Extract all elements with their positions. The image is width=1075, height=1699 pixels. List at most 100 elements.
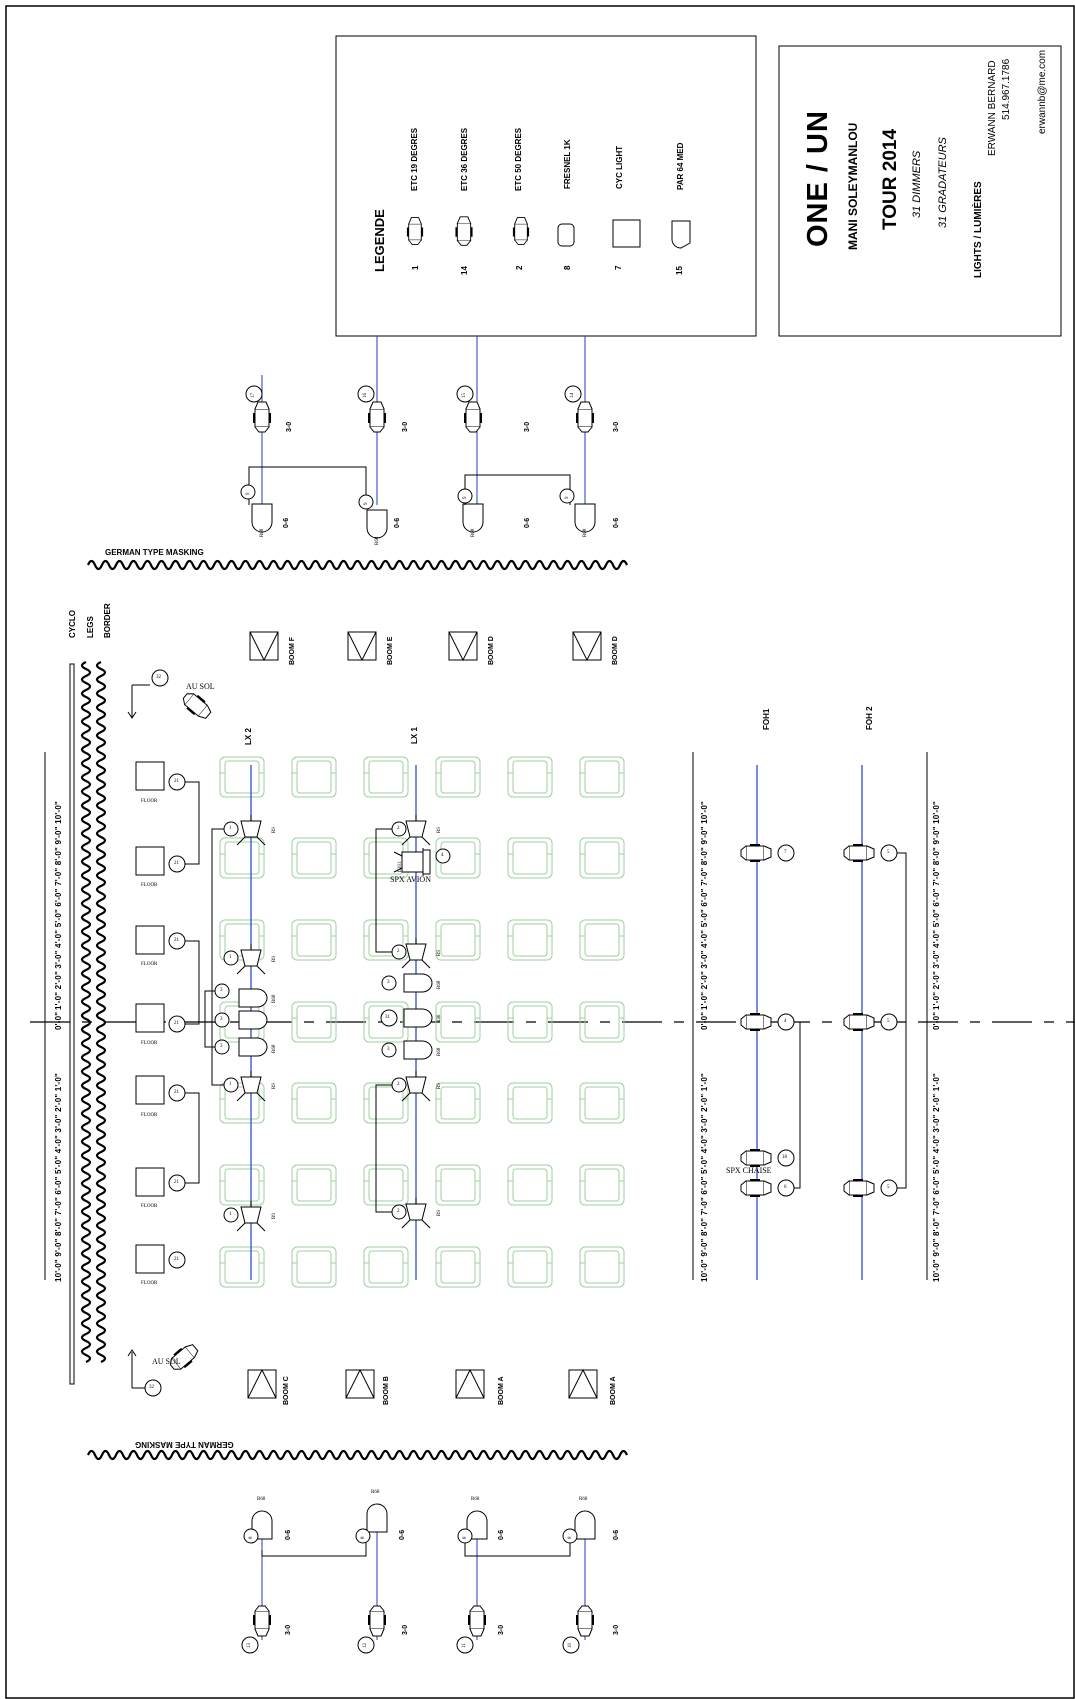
lx1-circuit-7: 2 [397, 1082, 400, 1087]
gel-lx2-4: R68 [272, 1044, 277, 1053]
floor-label-1: FLOOR [141, 799, 158, 804]
circuit-bot-ellip-3: 11 [462, 1643, 467, 1648]
height-top-1: 3-0 [286, 421, 293, 432]
circuit-bot-par-3: 8 [463, 1536, 468, 1540]
legend-label-6: PAR 64 MED [676, 142, 685, 190]
foh2-circuit-2: 5 [887, 1019, 890, 1024]
legend-label-5: CYC LIGHT [615, 145, 624, 189]
circuit-top-par-3: 9 [463, 496, 468, 500]
legend-count-5: 7 [614, 265, 623, 270]
gel-top-3: R68 [471, 528, 476, 537]
legend-count-3: 2 [515, 265, 524, 270]
lx2-label: LX 2 [244, 728, 253, 745]
center-mark-mid: 0'-0" [700, 1011, 709, 1030]
height-top-3: 3-0 [524, 421, 531, 432]
floor-circuit-5: 21 [174, 1090, 179, 1095]
height-bot-1: 3-0 [285, 1624, 292, 1635]
lx1-fixtures [375, 814, 451, 1229]
legend-heading: LEGENDE [372, 209, 387, 272]
floor-label-3: FLOOR [141, 962, 158, 967]
boom-f-label: BOOM F [289, 637, 296, 665]
height-par-bot-3: 0-6 [498, 1529, 505, 1540]
floor-circuit-6: 21 [174, 1180, 179, 1185]
lx2-circuit-7: 1 [229, 1212, 232, 1217]
gel-lx1-5: R36 [437, 1014, 442, 1023]
tour-label: TOUR 2014 [880, 128, 901, 230]
foh2-circuit-1: 5 [887, 850, 890, 855]
circuit-bot-par-4: 8 [568, 1536, 573, 1540]
lx1-circuit-2: 4 [441, 853, 444, 858]
cyclo-label: CYCLO [68, 610, 77, 638]
height-par-top-1: 0-6 [283, 517, 290, 528]
height-par-bot-2: 0-6 [399, 1529, 406, 1540]
gel-lx2-3: R68 [272, 994, 277, 1003]
gel-lx2-5: R9 [272, 1083, 277, 1089]
designer-name: ERWANN BERNARD [987, 60, 998, 156]
foh1-circuit-2: 4 [784, 1019, 787, 1024]
legend-count-6: 15 [675, 266, 684, 275]
height-bot-3: 3-0 [498, 1624, 505, 1635]
gel-top-4: R68 [583, 528, 588, 537]
cyclo-drop [69, 663, 75, 1385]
floor-circuit-1: 21 [174, 779, 179, 784]
border-label: BORDER [103, 603, 112, 638]
boom-d2-label: BOOM D [612, 636, 619, 665]
scale-mid-lower: 10'-0" 9'-0" 8'-0" 7'-0" 6'-0" 5'-0" 4'-… [700, 1072, 709, 1282]
gel-bot-2: R68 [371, 1490, 380, 1495]
gel-lx1-3: R9 [437, 950, 442, 956]
side-circuit-2: 32 [149, 1385, 154, 1390]
circuit-bot-ellip-1: 13 [247, 1643, 252, 1648]
legend-count-4: 8 [563, 265, 572, 270]
top-booms [240, 385, 596, 539]
floor-circuit-7: 21 [174, 1257, 179, 1262]
boom-b-label: BOOM B [383, 1376, 390, 1405]
circuit-top-par-2: 9 [364, 502, 369, 506]
gel-lx2-6: R9 [272, 1213, 277, 1219]
floor-cycs [135, 761, 200, 1274]
height-bot-2: 3-0 [402, 1624, 409, 1635]
page-border [5, 5, 1075, 1699]
lx2-circuit-4: 3 [220, 1017, 223, 1022]
designer-phone: 514.967.1786 [1001, 58, 1012, 120]
scale-lines [44, 752, 928, 1280]
top-drop-lines [261, 336, 586, 505]
gel-lx1-1: R9 [437, 827, 442, 833]
legend-label-3: ETC 50 DEGRES [514, 127, 523, 191]
lx2-circuit-3: 3 [220, 988, 223, 993]
legend-label-1: ETC 19 DEGRES [410, 127, 419, 191]
gel-lx1-4: R68 [437, 980, 442, 989]
circuit-top-ellip-1: 17 [251, 393, 256, 398]
lights-label: LIGHTS / LUMIÈRES [973, 181, 984, 278]
gel-bot-3: R68 [471, 1497, 480, 1502]
gel-top-2: R68 [375, 536, 380, 545]
circuit-top-par-1: 9 [246, 492, 251, 496]
german-masking-bottom [86, 1449, 629, 1461]
height-bot-4: 3-0 [613, 1624, 620, 1635]
bottom-drop-lines [261, 1520, 586, 1640]
height-top-4: 3-0 [613, 421, 620, 432]
lx2-circuit-1: 1 [229, 826, 232, 831]
scale-right-lower: 10'-0" 9'-0" 8'-0" 7'-0" 6'-0" 5'-0" 4'-… [932, 1072, 941, 1282]
gel-lx1-6: R68 [437, 1047, 442, 1056]
height-par-top-2: 0-6 [394, 517, 401, 528]
circuit-bot-ellip-4: 10 [568, 1643, 573, 1648]
boom-c-label: BOOM C [283, 1376, 290, 1405]
height-par-top-4: 0-6 [613, 517, 620, 528]
legend-symbols [406, 216, 691, 249]
foh1-circuit-1: 7 [784, 850, 787, 855]
designer-email: erwannb@me.com [1037, 49, 1048, 134]
lx2-circuit-5: 3 [220, 1044, 223, 1049]
height-par-top-3: 0-6 [524, 517, 531, 528]
bottom-booms [241, 1503, 596, 1654]
masking-label-top: GERMAN TYPE MASKING [105, 548, 204, 557]
foh1-circuit-4: 6 [784, 1185, 787, 1190]
height-par-bot-1: 0-6 [285, 1529, 292, 1540]
floor-circuit-4: 21 [174, 1021, 179, 1026]
floor-label-2: FLOOR [141, 883, 158, 888]
floor-label-6: FLOOR [141, 1204, 158, 1209]
floor-circuit-2: 21 [174, 861, 179, 866]
lx1-circuit-4: 3 [387, 980, 390, 985]
foh1-label: FOH1 [762, 708, 771, 730]
dimmers-label: 31 DIMMERS [911, 150, 923, 218]
